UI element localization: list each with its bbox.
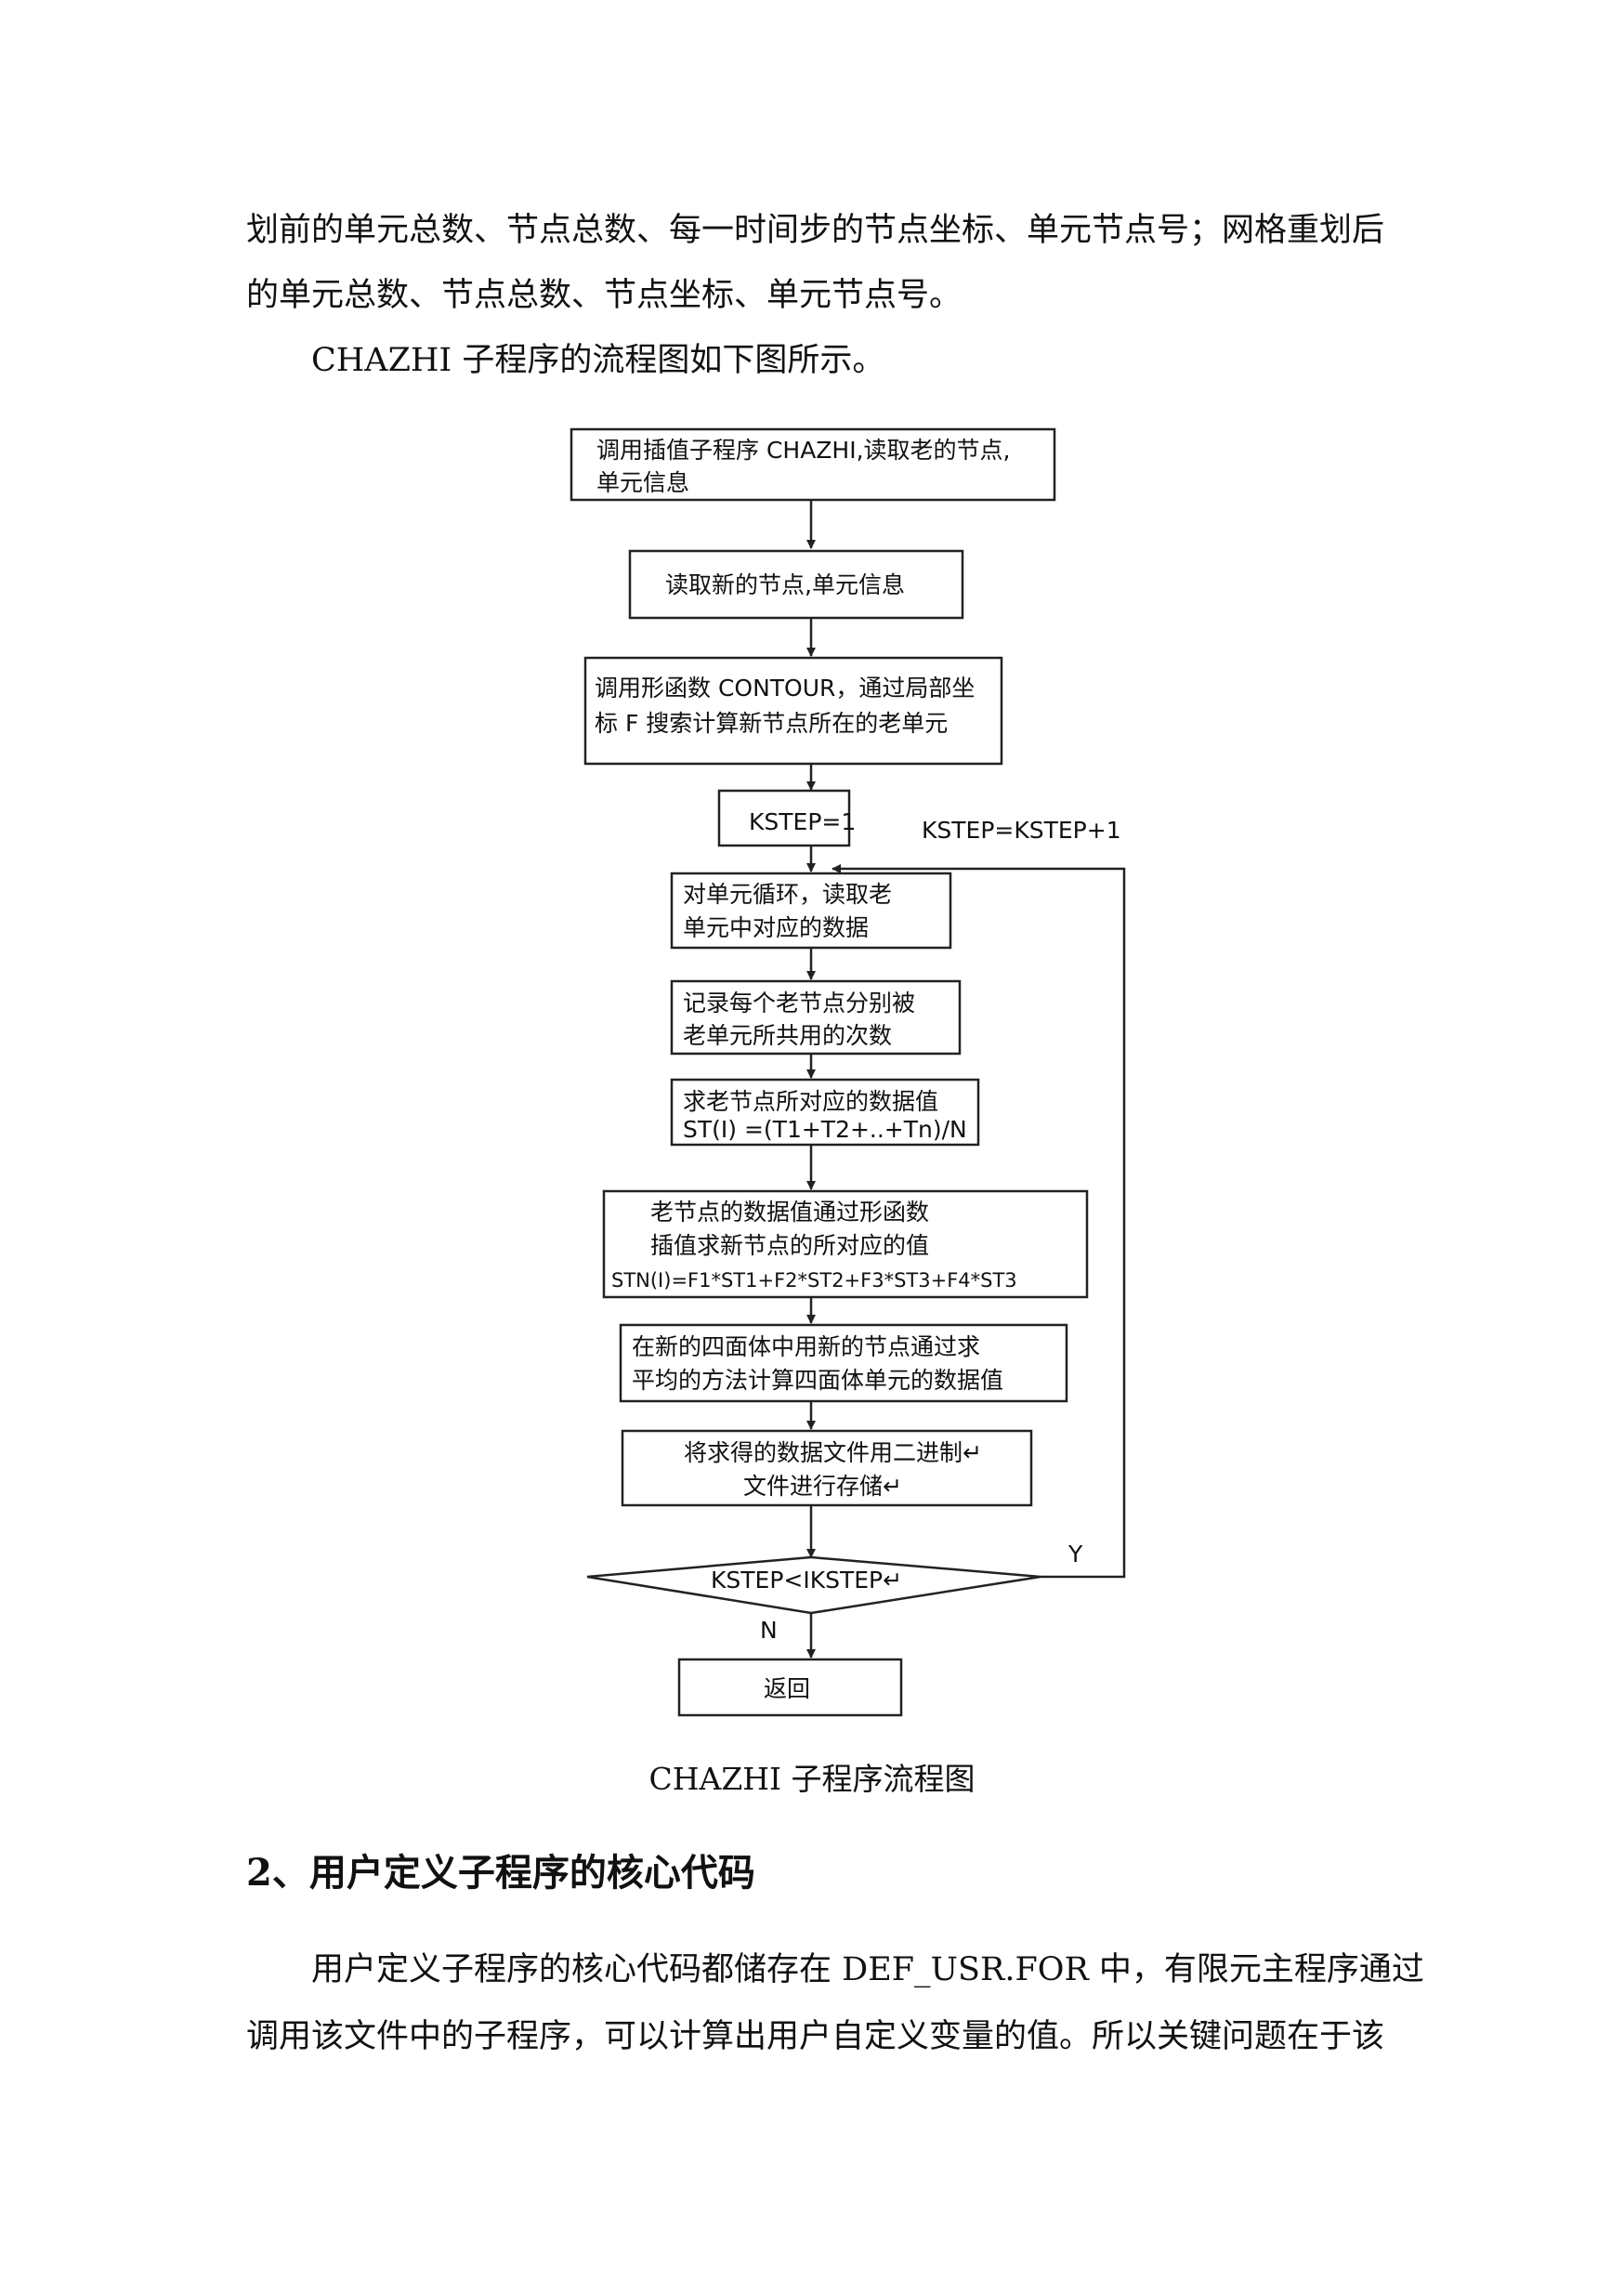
step9-line-1: 将求得的数据文件用二进制↵ (684, 1439, 982, 1466)
step7-line-3: STN(I)=F1*ST1+F2*ST2+F3*ST3+F4*ST3 (611, 1269, 1017, 1292)
step2-text: 读取新的节点,单元信息 (665, 571, 905, 598)
flow-step-5: 记录每个老节点分别被 老单元所共用的次数 (670, 979, 962, 1056)
increment-label: KSTEP=KSTEP+1 (922, 817, 1121, 844)
paragraph-line-3: CHAZHI 子程序的流程图如下图所示。 (311, 342, 885, 379)
step5-line-1: 记录每个老节点分别被 (683, 990, 915, 1016)
step7-line-1: 老节点的数据值通过形函数 (650, 1199, 929, 1226)
flow-decision: KSTEP<IKSTEP↵ Y N (586, 1541, 1083, 1644)
flow-step-6: 求老节点所对应的数据值 ST(I) =(T1+T2+..+Tn)/N (670, 1078, 980, 1147)
step3-line-1: 调用形函数 CONTOUR，通过局部坐 (595, 675, 975, 702)
step4-line-1: 对单元循环，读取老 (683, 881, 892, 908)
flowchart: 调用插值子程序 CHAZHI,读取老的节点, 单元信息 读取新的节点,单元信息 … (570, 427, 1126, 1717)
flow-end: 返回 (677, 1658, 903, 1717)
step1-line-1: 调用插值子程序 CHAZHI,读取老的节点, (596, 437, 1011, 464)
step5-line-2: 老单元所共用的次数 (683, 1022, 892, 1049)
step8-line-2: 平均的方法计算四面体单元的数据值 (632, 1367, 1003, 1394)
yes-label: Y (1067, 1541, 1083, 1567)
step1-line-2: 单元信息 (596, 469, 689, 496)
flow-connectors (806, 500, 1126, 1659)
step8-line-1: 在新的四面体中用新的节点通过求 (632, 1333, 980, 1360)
flow-step-8: 在新的四面体中用新的节点通过求 平均的方法计算四面体单元的数据值 (619, 1323, 1068, 1403)
decision-text: KSTEP<IKSTEP↵ (711, 1567, 902, 1593)
section-heading: 2、用户定义子程序的核心代码 (246, 1851, 755, 1895)
step7-line-2: 插值求新节点的所对应的值 (650, 1232, 929, 1259)
flow-step-7: 老节点的数据值通过形函数 插值求新节点的所对应的值 STN(I)=F1*ST1+… (602, 1189, 1089, 1299)
no-label: N (760, 1617, 778, 1644)
step6-line-1: 求老节点所对应的数据值 (683, 1088, 938, 1115)
step3-line-2: 标 F 搜索计算新节点所在的老单元 (595, 710, 948, 737)
flow-init: KSTEP=1 KSTEP=KSTEP+1 (717, 789, 1121, 847)
init-text: KSTEP=1 (749, 808, 856, 835)
section-paragraph-line-2: 调用该文件中的子程序，可以计算出用户自定义变量的值。所以关键问题在于该 (246, 2018, 1385, 2055)
flow-step-9: 将求得的数据文件用二进制↵ 文件进行存储↵ (621, 1429, 1033, 1507)
step9-line-2: 文件进行存储↵ (743, 1473, 902, 1500)
end-text: 返回 (764, 1675, 810, 1702)
step4-line-2: 单元中对应的数据 (683, 914, 869, 941)
paragraph-line-1: 划前的单元总数、节点总数、每一时间步的节点坐标、单元节点号；网格重划后 (246, 212, 1385, 249)
flow-step-2: 读取新的节点,单元信息 (628, 549, 964, 620)
flow-step-1: 调用插值子程序 CHAZHI,读取老的节点, 单元信息 (570, 427, 1056, 502)
flow-step-4: 对单元循环，读取老 单元中对应的数据 (670, 872, 952, 950)
flow-step-3: 调用形函数 CONTOUR，通过局部坐 标 F 搜索计算新节点所在的老单元 (583, 656, 1003, 766)
figure-caption: CHAZHI 子程序流程图 (648, 1761, 976, 1797)
paragraph-line-2: 的单元总数、节点总数、节点坐标、单元节点号。 (246, 277, 963, 314)
step6-line-2: ST(I) =(T1+T2+..+Tn)/N (683, 1116, 967, 1143)
section-paragraph-line-1: 用户定义子程序的核心代码都储存在 DEF_USR.FOR 中，有限元主程序通过 (311, 1951, 1424, 1988)
